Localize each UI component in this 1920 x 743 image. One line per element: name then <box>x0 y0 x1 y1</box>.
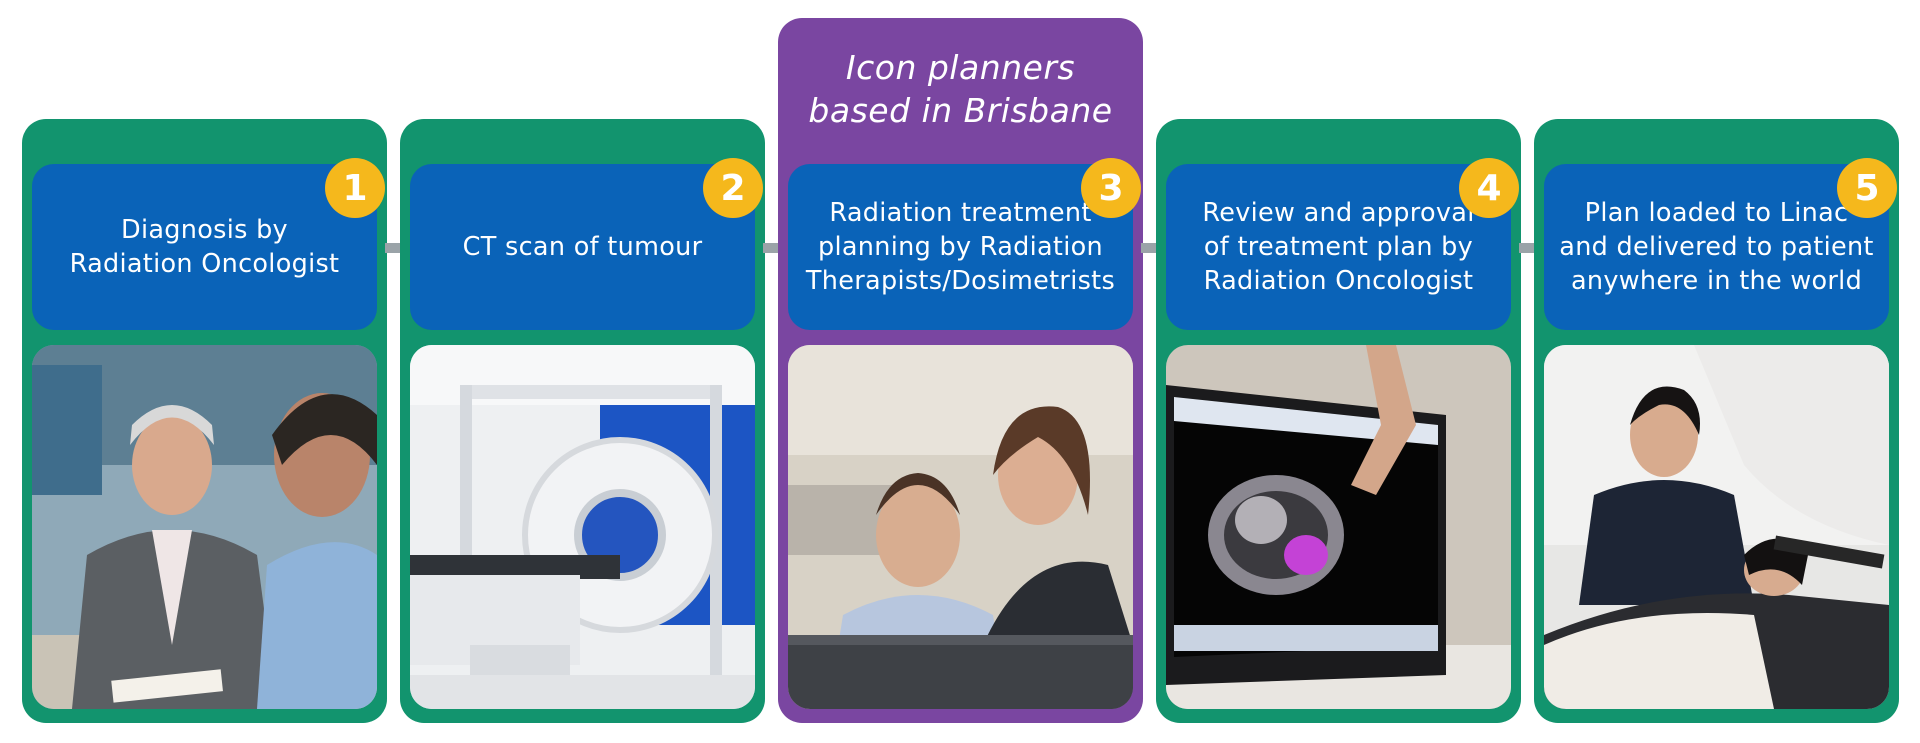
step-number-badge-3: 3 <box>1081 158 1141 218</box>
step-box-3: Radiation treatment planning by Radiatio… <box>788 158 1141 330</box>
step-card-5: Plan loaded to Linac and delivered to pa… <box>1534 119 1899 723</box>
photo-planners <box>788 345 1133 709</box>
step-box-5: Plan loaded to Linac and delivered to pa… <box>1544 158 1897 330</box>
step-text-4: Review and approval of treatment plan by… <box>1202 198 1475 296</box>
step-card-3: Icon planners based in Brisbane Radiatio… <box>778 18 1143 723</box>
photo-linac-treatment <box>1544 345 1889 709</box>
photo-ct-scanner <box>410 345 755 709</box>
step-box-1: Diagnosis by Radiation Oncologist 1 <box>32 158 385 330</box>
brisbane-planners-label: Icon planners based in Brisbane <box>808 48 1113 130</box>
step-box-4: Review and approval of treatment plan by… <box>1166 158 1519 330</box>
photo-consultation <box>32 345 377 709</box>
step-text-5: Plan loaded to Linac and delivered to pa… <box>1559 198 1874 296</box>
step-number-badge-4: 4 <box>1459 158 1519 218</box>
step-card-1: Diagnosis by Radiation Oncologist 1 <box>22 119 387 723</box>
step-number-badge-1: 1 <box>325 158 385 218</box>
step-card-4: Review and approval of treatment plan by… <box>1156 119 1521 723</box>
photo-plan-review <box>1166 345 1511 709</box>
step-box-2: CT scan of tumour 2 <box>410 158 763 330</box>
step-number-badge-2: 2 <box>703 158 763 218</box>
step-number-badge-5: 5 <box>1837 158 1897 218</box>
step-text-3: Radiation treatment planning by Radiatio… <box>805 198 1116 296</box>
step-text-2: CT scan of tumour <box>462 232 703 262</box>
step-text-1: Diagnosis by Radiation Oncologist <box>69 215 340 279</box>
step-card-2: CT scan of tumour 2 <box>400 119 765 723</box>
